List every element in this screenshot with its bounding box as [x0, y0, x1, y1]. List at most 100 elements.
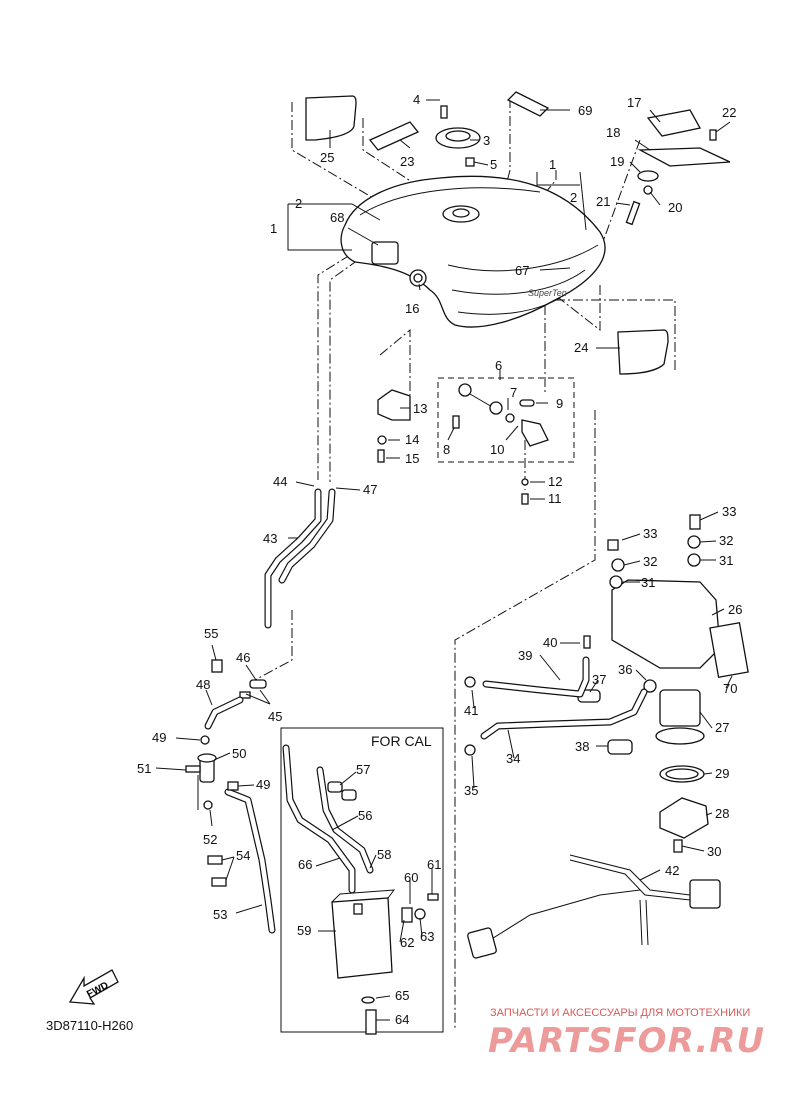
- callout-3: 3: [483, 133, 490, 148]
- callout-53: 53: [213, 907, 227, 922]
- callout-64: 64: [395, 1012, 409, 1027]
- fuel-cock-parts: [377, 383, 549, 505]
- callout-26: 26: [728, 602, 742, 617]
- callout-21: 21: [596, 194, 610, 209]
- callout-20: 20: [668, 200, 682, 215]
- callout-69: 69: [578, 103, 592, 118]
- fwd-arrow: FWD: [68, 969, 119, 1005]
- decal-strip: [506, 91, 550, 117]
- callout-38: 38: [575, 739, 589, 754]
- callout-61: 61: [427, 857, 441, 872]
- callout-31b: 31: [719, 553, 733, 568]
- callout-49b: 49: [256, 777, 270, 792]
- callout-57: 57: [356, 762, 370, 777]
- callout-1a: 1: [270, 221, 277, 236]
- cal-inset-box: [280, 727, 444, 1033]
- cal-inset-title: FOR CAL: [371, 733, 432, 749]
- callout-6: 6: [495, 358, 502, 373]
- callout-29: 29: [715, 766, 729, 781]
- callout-28: 28: [715, 806, 729, 821]
- callout-32b: 32: [719, 533, 733, 548]
- callout-7: 7: [510, 385, 517, 400]
- callout-45: 45: [268, 709, 282, 724]
- callout-14: 14: [405, 432, 419, 447]
- callout-34: 34: [506, 751, 520, 766]
- callout-46: 46: [236, 650, 250, 665]
- callout-63: 63: [420, 929, 434, 944]
- diagram-code: 3D87110-H260: [46, 1018, 133, 1033]
- svg-text:SuperTen: SuperTen: [528, 288, 567, 298]
- callout-51: 51: [137, 761, 151, 776]
- callout-60: 60: [404, 870, 418, 885]
- callout-42: 42: [665, 863, 679, 878]
- callout-5: 5: [490, 157, 497, 172]
- callout-23: 23: [400, 154, 414, 169]
- fuel-tank: SuperTen: [340, 175, 606, 328]
- callout-52: 52: [203, 832, 217, 847]
- callout-12: 12: [548, 474, 562, 489]
- knee-pad-left: [305, 95, 357, 141]
- watermark: ЗАПЧАСТИ И АКСЕССУАРЫ ДЛЯ МОТОТЕХНИКИ PA…: [488, 1007, 765, 1061]
- callout-15: 15: [405, 451, 419, 466]
- callout-10: 10: [490, 442, 504, 457]
- callout-2a: 2: [295, 196, 302, 211]
- watermark-caption: ЗАПЧАСТИ И АКСЕССУАРЫ ДЛЯ МОТОТЕХНИКИ: [490, 1007, 750, 1019]
- canister-parts: [282, 744, 439, 1035]
- callout-68: 68: [330, 210, 344, 225]
- callout-41: 41: [464, 703, 478, 718]
- watermark-logo: PARTSFOR.RU: [488, 1021, 765, 1061]
- callout-43: 43: [263, 531, 277, 546]
- callout-24: 24: [574, 340, 588, 355]
- callout-30: 30: [707, 844, 721, 859]
- callout-2b: 2: [570, 190, 577, 205]
- leader-lines: [155, 99, 733, 1021]
- callout-59: 59: [297, 923, 311, 938]
- callout-65: 65: [395, 988, 409, 1003]
- knee-pad-right: [617, 329, 669, 375]
- emblem-bracket: [625, 109, 731, 226]
- callout-33b: 33: [722, 504, 736, 519]
- callout-37: 37: [592, 672, 606, 687]
- callout-49a: 49: [152, 730, 166, 745]
- callout-8: 8: [443, 442, 450, 457]
- callout-9: 9: [556, 396, 563, 411]
- callout-25: 25: [320, 150, 334, 165]
- callout-1b: 1: [549, 157, 556, 172]
- callout-22: 22: [722, 105, 736, 120]
- callout-67: 67: [515, 263, 529, 278]
- callout-27: 27: [715, 720, 729, 735]
- callout-17: 17: [627, 95, 641, 110]
- callout-40: 40: [543, 635, 557, 650]
- fuel-cap: [435, 105, 481, 167]
- callout-31a: 31: [641, 575, 655, 590]
- callout-47: 47: [363, 482, 377, 497]
- callout-16: 16: [405, 301, 419, 316]
- callout-39: 39: [518, 648, 532, 663]
- small-hose-parts: [204, 659, 267, 730]
- callout-62: 62: [400, 935, 414, 950]
- callout-13: 13: [413, 401, 427, 416]
- fuel-pump-harness: [467, 854, 721, 959]
- callout-54: 54: [236, 848, 250, 863]
- callout-48: 48: [196, 677, 210, 692]
- callout-35: 35: [464, 783, 478, 798]
- callout-4: 4: [413, 92, 420, 107]
- pad-strip: [368, 121, 420, 151]
- fuel-pump-parts: [464, 514, 749, 853]
- callout-32a: 32: [643, 554, 657, 569]
- callout-66: 66: [298, 857, 312, 872]
- callout-56: 56: [358, 808, 372, 823]
- callout-19: 19: [610, 154, 624, 169]
- callout-18: 18: [606, 125, 620, 140]
- callout-58: 58: [377, 847, 391, 862]
- callout-55: 55: [204, 626, 218, 641]
- callout-36: 36: [618, 662, 632, 677]
- callout-11: 11: [548, 491, 562, 506]
- callout-50: 50: [232, 746, 246, 761]
- vent-line-parts: [185, 735, 276, 934]
- callout-44: 44: [273, 474, 287, 489]
- callout-70: 70: [723, 681, 737, 696]
- callout-33a: 33: [643, 526, 657, 541]
- callouts: 4 3 5 69 25 23 17 22 18 19 1 2 21 20 2 1…: [137, 92, 742, 1027]
